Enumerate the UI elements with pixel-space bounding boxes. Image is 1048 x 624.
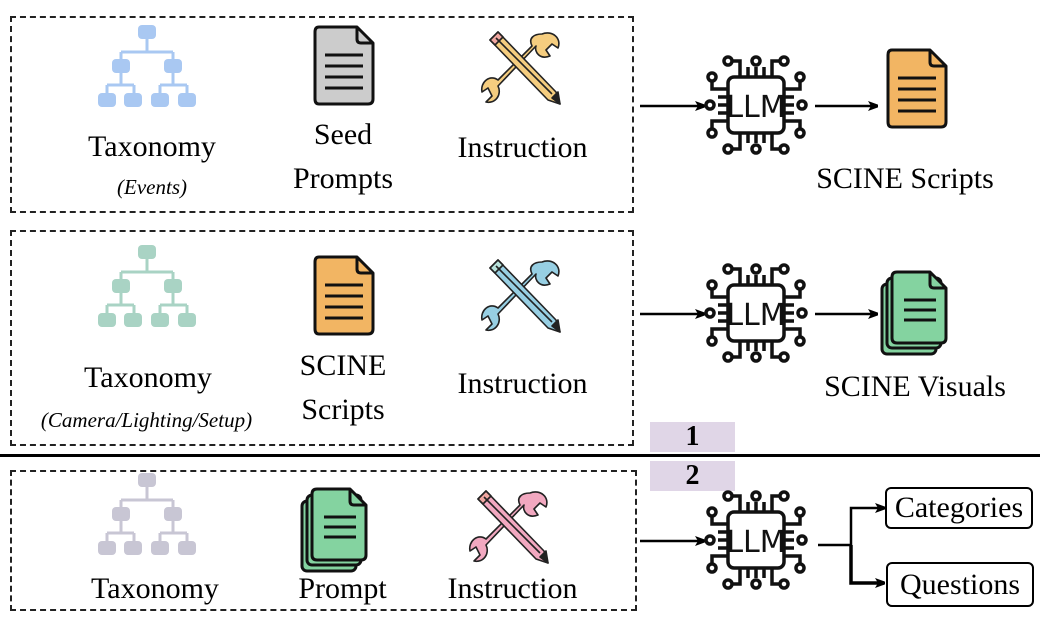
- taxonomy-subtitle: (Camera/Lighting/Setup): [40, 408, 253, 432]
- taxonomy-label: Taxonomy: [84, 361, 212, 394]
- stage-2-tag: 2: [650, 461, 735, 491]
- llm-chip-icon: LLM: [704, 490, 808, 590]
- branch-connector: [818, 500, 888, 600]
- arrow-to-output: [815, 100, 881, 112]
- arrow-to-output: [815, 308, 881, 320]
- seed-prompts-line2: Prompts: [292, 162, 394, 195]
- llm-chip-icon: LLM: [704, 55, 808, 155]
- taxonomy-label: Taxonomy: [91, 572, 219, 605]
- arrow-to-llm: [640, 535, 706, 547]
- scine-visuals-documents-icon: [880, 270, 948, 356]
- seed-prompts-line1: Seed: [313, 118, 373, 151]
- scine-scripts-output-label: SCINE Scripts: [816, 162, 994, 195]
- taxonomy-subtitle: (Events): [117, 175, 187, 199]
- llm-chip-icon: LLM: [704, 263, 808, 363]
- input-group-box-stage2: [10, 470, 637, 611]
- taxonomy-tree-icon: [98, 473, 196, 555]
- llm-label: LLM: [726, 525, 785, 560]
- pencil-wrench-icon: [480, 259, 561, 333]
- questions-output-box: Questions: [886, 562, 1034, 607]
- arrow-to-llm: [640, 100, 706, 112]
- taxonomy-tree-icon: [98, 25, 196, 107]
- input-group-box-camera: [10, 230, 634, 446]
- scine-visuals-output-label: SCINE Visuals: [824, 370, 1006, 403]
- instruction-label: Instruction: [447, 572, 578, 605]
- categories-output-box: Categories: [885, 487, 1033, 529]
- instruction-label: Instruction: [457, 367, 588, 400]
- prompt-documents-icon: [300, 487, 368, 573]
- document-icon: [313, 255, 375, 336]
- taxonomy-label: Taxonomy: [88, 130, 216, 163]
- document-icon: [313, 25, 375, 106]
- instruction-label: Instruction: [457, 131, 588, 164]
- pencil-wrench-icon: [468, 490, 549, 564]
- stage-1-tag: 1: [650, 422, 735, 452]
- arrow-to-llm: [640, 308, 706, 320]
- input-group-box-events: [10, 16, 634, 213]
- stage-divider: [0, 454, 1040, 457]
- prompt-label: Prompt: [298, 572, 387, 605]
- scine-scripts-document-icon: [886, 48, 948, 129]
- scine-scripts-line2: Scripts: [301, 393, 385, 426]
- scine-scripts-input-label: SCINE Scripts: [268, 344, 418, 432]
- seed-prompts-label: Seed Prompts: [268, 113, 418, 201]
- pencil-wrench-icon: [480, 31, 561, 105]
- scine-scripts-line1: SCINE: [299, 349, 387, 382]
- taxonomy-tree-icon: [98, 245, 196, 327]
- llm-label: LLM: [726, 90, 785, 125]
- llm-label: LLM: [726, 298, 785, 333]
